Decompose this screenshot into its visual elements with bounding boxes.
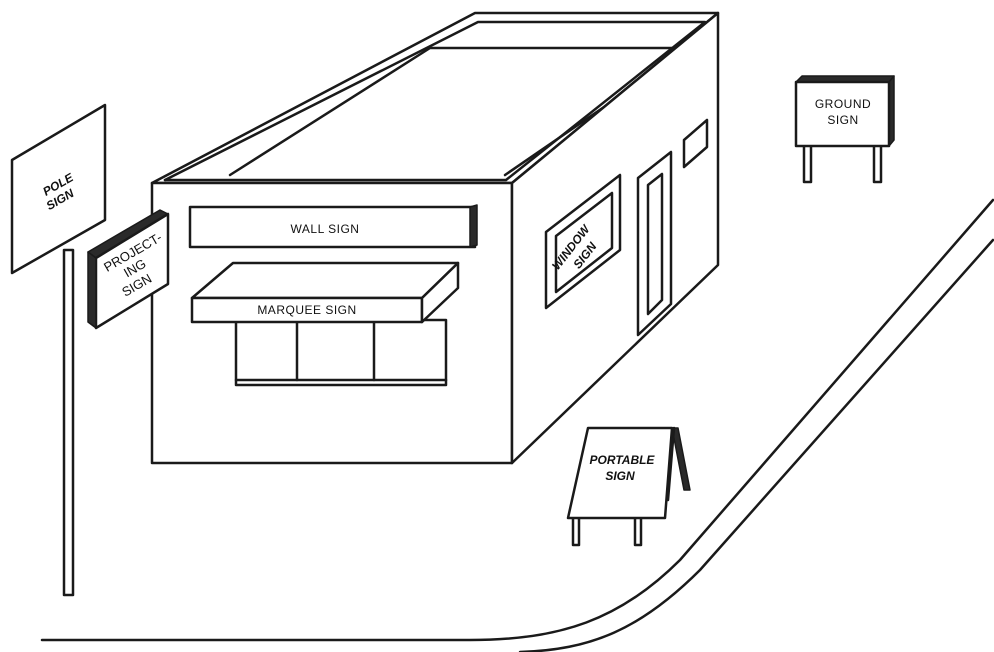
side-window	[682, 118, 709, 169]
pole-sign: POLE SIGN	[10, 103, 107, 597]
ground-sign: GROUND SIGN	[794, 75, 895, 184]
street-curb	[40, 198, 994, 652]
portable-sign-label-line1: PORTABLE	[590, 453, 656, 467]
ground-sign-label-line2: SIGN	[827, 113, 858, 127]
wall-sign-label: WALL SIGN	[291, 222, 360, 236]
storefront-window	[234, 318, 448, 387]
marquee-sign: MARQUEE SIGN	[190, 261, 460, 387]
window-sign: WINDOW SIGN	[544, 173, 622, 310]
marquee-sign-label: MARQUEE SIGN	[257, 303, 356, 317]
portable-sign-label-line2: SIGN	[605, 469, 635, 483]
door	[636, 150, 673, 337]
wall-sign: WALL SIGN	[188, 204, 478, 249]
ground-sign-label-line1: GROUND	[815, 97, 871, 111]
portable-sign: PORTABLE SIGN	[566, 426, 691, 547]
